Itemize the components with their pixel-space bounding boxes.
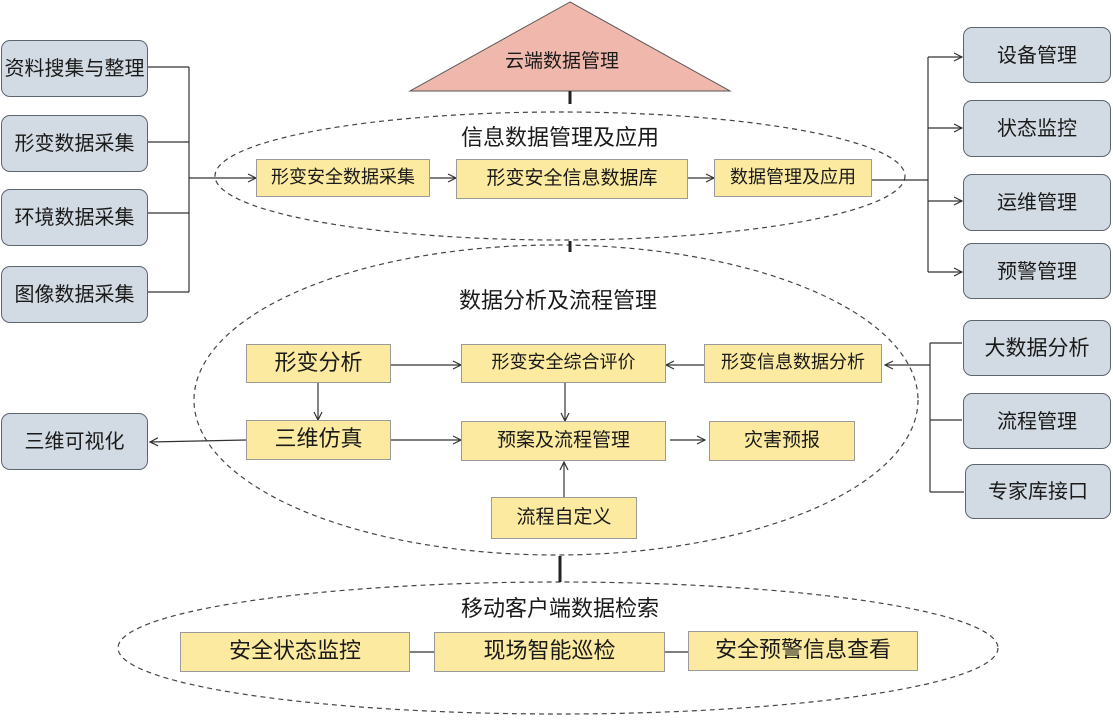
input-deformation-data: 形变数据采集 xyxy=(1,115,148,172)
info-section-title: 信息数据管理及应用 xyxy=(460,126,659,151)
custom-flow-box: 流程自定义 xyxy=(491,497,637,539)
output-operations-management: 运维管理 xyxy=(963,174,1111,231)
safety-warning-info-box: 安全预警信息查看 xyxy=(688,631,918,671)
input-materials: 资料搜集与整理 xyxy=(1,40,148,97)
data-management-box: 数据管理及应用 xyxy=(714,159,872,197)
output-big-data-analysis: 大数据分析 xyxy=(963,320,1111,376)
onsite-inspection-box: 现场智能巡检 xyxy=(434,632,665,672)
deformation-database-box: 形变安全信息数据库 xyxy=(456,159,688,199)
output-flow-management: 流程管理 xyxy=(963,393,1111,449)
analysis-section-title: 数据分析及流程管理 xyxy=(458,289,657,314)
disaster-forecast-box: 灾害预报 xyxy=(709,421,855,461)
mobile-section-ellipse xyxy=(117,581,999,715)
3d-simulation-box: 三维仿真 xyxy=(246,420,391,460)
input-environment-data: 环境数据采集 xyxy=(1,189,148,246)
output-status-monitoring: 状态监控 xyxy=(963,100,1111,157)
input-image-data: 图像数据采集 xyxy=(1,266,148,323)
3d-visualization-box: 三维可视化 xyxy=(1,413,148,470)
deformation-analysis-box: 形变分析 xyxy=(246,344,391,383)
deformation-info-analysis-box: 形变信息数据分析 xyxy=(704,344,882,383)
output-device-management: 设备管理 xyxy=(963,27,1111,83)
safety-evaluation-box: 形变安全综合评价 xyxy=(461,344,666,383)
cloud-title: 云端数据管理 xyxy=(505,50,620,72)
deformation-collection-box: 形变安全数据采集 xyxy=(256,159,430,197)
safety-status-monitoring-box: 安全状态监控 xyxy=(180,632,410,672)
plan-flow-management-box: 预案及流程管理 xyxy=(461,421,666,461)
output-warning-management: 预警管理 xyxy=(963,243,1111,299)
info-section-ellipse xyxy=(214,111,906,241)
output-expert-library-interface: 专家库接口 xyxy=(965,464,1111,519)
mobile-section-title: 移动客户端数据检索 xyxy=(460,597,659,622)
analysis-section-ellipse xyxy=(193,244,919,556)
